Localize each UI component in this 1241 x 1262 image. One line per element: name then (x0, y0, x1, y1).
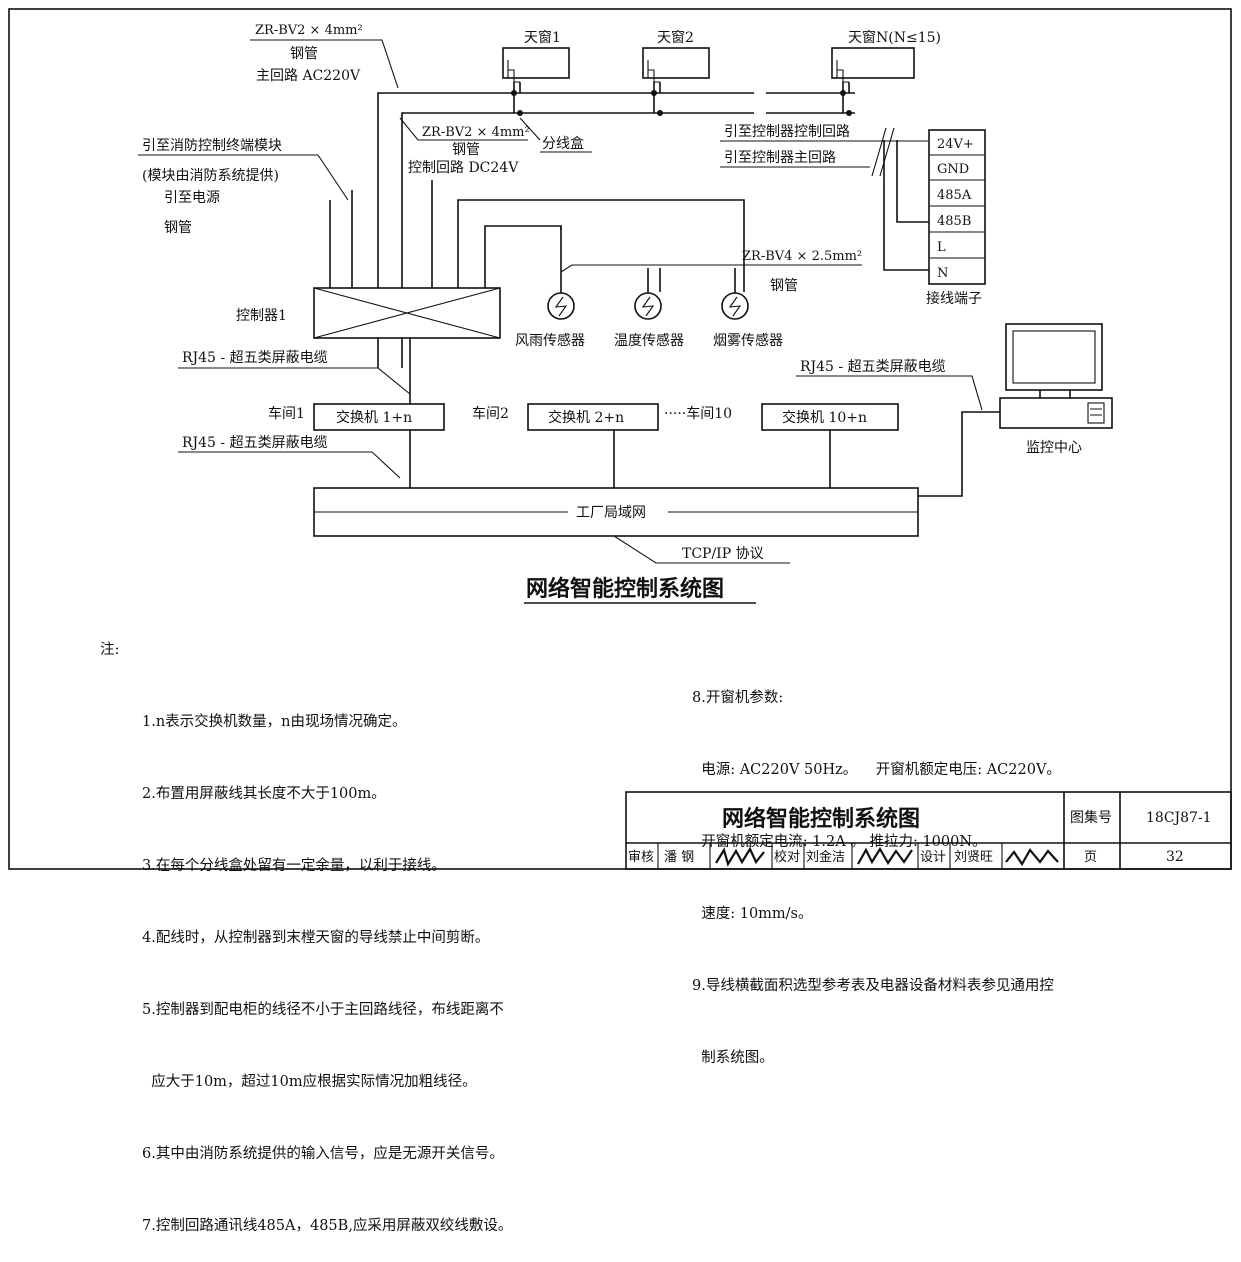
svg-text:钢管: 钢管 (770, 278, 798, 294)
junction-box-label: 分线盒 (542, 135, 584, 152)
note-9: 9.导线横截面积选型参考表及电器设备材料表参见通用控 (692, 978, 1054, 994)
workshop-1: 车间1 (268, 405, 305, 422)
protocol-label: TCP/IP 协议 (682, 546, 764, 562)
note-8: 8.开窗机参数: (692, 690, 784, 706)
terminal-gnd: GND (937, 162, 969, 177)
svg-text:审核: 审核 (628, 850, 654, 865)
page-number: 32 (1166, 849, 1184, 865)
controller-1: 控制器1 (236, 287, 501, 339)
svg-text:主回路 AC220V: 主回路 AC220V (256, 68, 361, 84)
atlas-number: 18CJ87-1 (1146, 810, 1212, 826)
note-8-current: 开窗机额定电流: 1.2A 。 推拉力: 1000N。 (692, 834, 987, 850)
svg-text:温度传感器: 温度传感器 (614, 332, 684, 349)
sensor-smoke: 烟雾传感器 (713, 292, 783, 349)
svg-text:图集号: 图集号 (1070, 809, 1112, 826)
svg-text:控制器1: 控制器1 (236, 308, 287, 324)
workshop-2: 车间2 (472, 405, 509, 422)
signature-designer (1005, 848, 1059, 867)
notes-right: 8.开窗机参数: 电源: AC220V 50Hz。 开窗机额定电压: AC220… (692, 638, 1061, 1094)
svg-text:潘 钢: 潘 钢 (664, 850, 694, 865)
rj45-label-monitor: RJ45 - 超五类屏蔽电缆 (800, 359, 946, 375)
rj45-label-top: RJ45 - 超五类屏蔽电缆 (182, 350, 328, 366)
to-controller-labels: 引至控制器控制回路 引至控制器主回路 (720, 124, 929, 271)
svg-text:引至电源: 引至电源 (164, 190, 220, 206)
svg-text:引至控制器控制回路: 引至控制器控制回路 (724, 124, 850, 140)
skylight-n: 天窗N(N≤15) (831, 29, 941, 83)
svg-text:天窗N(N≤15): 天窗N(N≤15) (848, 29, 941, 46)
sensor-cable-label: ZR-BV4 × 2.5mm² 钢管 (742, 249, 862, 294)
svg-text:(模块由消防系统提供): (模块由消防系统提供) (142, 168, 279, 184)
title-block-title: 网络智能控制系统图 (722, 806, 920, 832)
skylight-1: 天窗1 (502, 29, 570, 83)
svg-text:接线端子: 接线端子 (926, 290, 982, 307)
sensor-temperature: 温度传感器 (614, 292, 684, 349)
switch-1 (313, 403, 445, 431)
note-8-speed: 速度: 10mm/s。 (692, 906, 813, 922)
note-1: 1.n表示交换机数量，n由现场情况确定。 (142, 714, 407, 730)
title-block: 网络智能控制系统图 图集号 18CJ87-1 审核 潘 钢 校对 刘金洁 设计 … (625, 791, 1232, 870)
note-9-cont: 制系统图。 (692, 1050, 774, 1066)
monitor-computer-icon (999, 323, 1113, 429)
svg-text:刘贤旺: 刘贤旺 (954, 850, 993, 865)
svg-text:交换机 10+n: 交换机 10+n (782, 409, 867, 426)
main-cable-label: ZR-BV2 × 4mm² 钢管 主回路 AC220V (250, 23, 399, 89)
svg-text:引至控制器主回路: 引至控制器主回路 (724, 150, 836, 166)
svg-text:ZR-BV4 × 2.5mm²: ZR-BV4 × 2.5mm² (742, 249, 862, 264)
notes-prefix: 注: (100, 642, 120, 658)
svg-text:天窗2: 天窗2 (657, 29, 694, 46)
note-4: 4.配线时，从控制器到末樘天窗的导线禁止中间剪断。 (142, 930, 490, 946)
terminal-485b: 485B (937, 214, 971, 229)
note-3: 3.在每个分线盒处留有一定余量，以利于接线。 (142, 858, 446, 874)
svg-text:页: 页 (1084, 850, 1097, 865)
terminal-485a: 485A (937, 188, 972, 203)
control-circuit-line (401, 112, 855, 368)
svg-text:校对: 校对 (774, 849, 800, 865)
note-5: 5.控制器到配电柜的线径不小于主回路线径，布线距离不 (142, 1002, 504, 1018)
skylight-2: 天窗2 (642, 29, 710, 83)
svg-text:交换机 2+n: 交换机 2+n (548, 409, 624, 426)
note-7: 7.控制回路通讯线485A，485B,应采用屏蔽双绞线敷设。 (142, 1218, 513, 1234)
svg-text:控制回路 DC24V: 控制回路 DC24V (408, 160, 519, 176)
control-cable-label: ZR-BV2 × 4mm² 钢管 控制回路 DC24V (399, 117, 530, 176)
svg-text:引至消防控制终端模块: 引至消防控制终端模块 (142, 138, 282, 154)
rj45-label-bottom: RJ45 - 超五类屏蔽电缆 (182, 435, 328, 451)
note-2: 2.布置用屏蔽线其长度不大于100m。 (142, 786, 386, 802)
note-5-cont: 应大于10m，超过10m应根据实际情况加粗线径。 (142, 1074, 477, 1090)
svg-text:设计: 设计 (920, 850, 946, 865)
svg-text:钢管: 钢管 (290, 46, 318, 62)
terminal-24v: 24V+ (937, 137, 974, 152)
terminal-block: 24V+ GND 485A 485B L N 接线端子 (926, 129, 986, 307)
svg-text:工厂局域网: 工厂局域网 (576, 505, 646, 521)
svg-text:钢管: 钢管 (164, 220, 192, 236)
svg-text:天窗1: 天窗1 (524, 29, 561, 46)
svg-text:钢管: 钢管 (452, 142, 480, 158)
fire-module-label: 引至消防控制终端模块 (模块由消防系统提供) 引至电源 钢管 (138, 138, 353, 288)
svg-text:ZR-BV2 × 4mm²: ZR-BV2 × 4mm² (422, 125, 530, 140)
signature-checker (857, 846, 913, 866)
svg-text:刘金洁: 刘金洁 (806, 849, 845, 865)
monitor-center-label: 监控中心 (1026, 440, 1082, 456)
notes-left: 注: 1.n表示交换机数量，n由现场情况确定。 2.布置用屏蔽线其长度不大于10… (100, 638, 512, 1262)
diagram-title: 网络智能控制系统图 (526, 576, 724, 602)
svg-text:烟雾传感器: 烟雾传感器 (713, 332, 783, 349)
switch-2 (527, 403, 659, 431)
note-8-power: 电源: AC220V 50Hz。 开窗机额定电压: AC220V。 (692, 762, 1061, 778)
system-diagram: 天窗1 天窗2 天窗N(N≤15) 分线盒 ZR-BV2 × 4mm² 钢管 主… (8, 8, 1232, 870)
terminal-n: N (937, 266, 948, 281)
note-6: 6.其中由消防系统提供的输入信号，应是无源开关信号。 (142, 1146, 504, 1162)
terminal-l: L (937, 240, 946, 255)
factory-lan: 工厂局域网 (313, 487, 919, 537)
workshop-10: ·····车间10 (664, 405, 732, 422)
switch-10 (761, 403, 899, 431)
svg-text:ZR-BV2 × 4mm²: ZR-BV2 × 4mm² (255, 23, 363, 38)
svg-text:交换机 1+n: 交换机 1+n (336, 409, 412, 426)
signature-reviewer (715, 846, 765, 867)
svg-text:风雨传感器: 风雨传感器 (515, 332, 585, 349)
sensor-wind-rain: 风雨传感器 (515, 292, 585, 349)
drawing-frame (8, 8, 1232, 870)
